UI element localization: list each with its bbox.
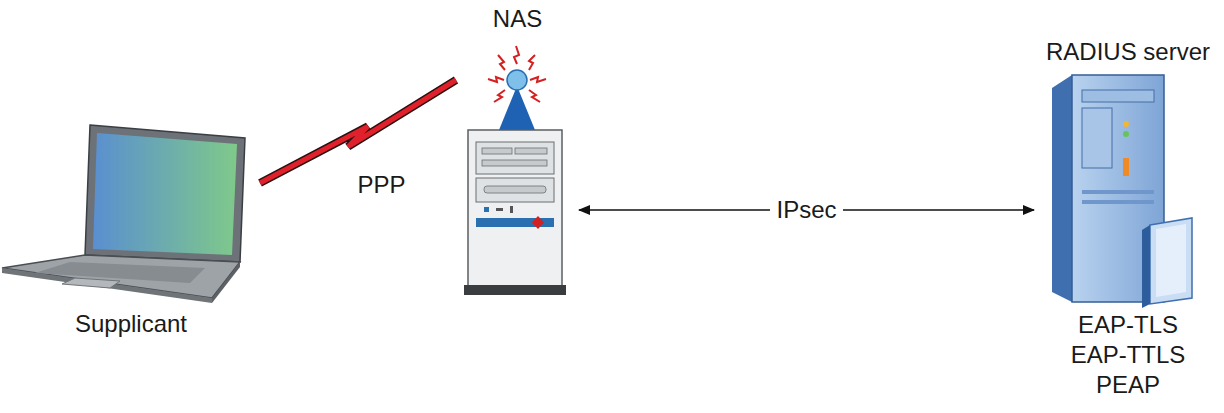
server-illustration [1042,40,1222,310]
node-label: Supplicant [2,310,260,338]
protocol-label: PEAP [1034,371,1222,399]
link-label: PPP [352,171,412,199]
bolt-fill [260,80,456,183]
server-node: RADIUS serverEAP-TLSEAP-TTLSPEAP [1034,40,1222,408]
bolt-outline [260,80,456,183]
nas-node: NAS [456,0,579,300]
nas-tower-illustration [460,0,575,300]
laptop-node: Supplicant [2,120,260,350]
protocol-label: EAP-TTLS [1034,341,1222,369]
wireless-link [260,80,456,183]
link-label: IPsec [770,196,842,224]
node-label: NAS [456,5,579,33]
laptop-illustration [0,120,250,310]
protocol-label: EAP-TLS [1034,311,1222,339]
node-label: RADIUS server [1034,38,1222,66]
